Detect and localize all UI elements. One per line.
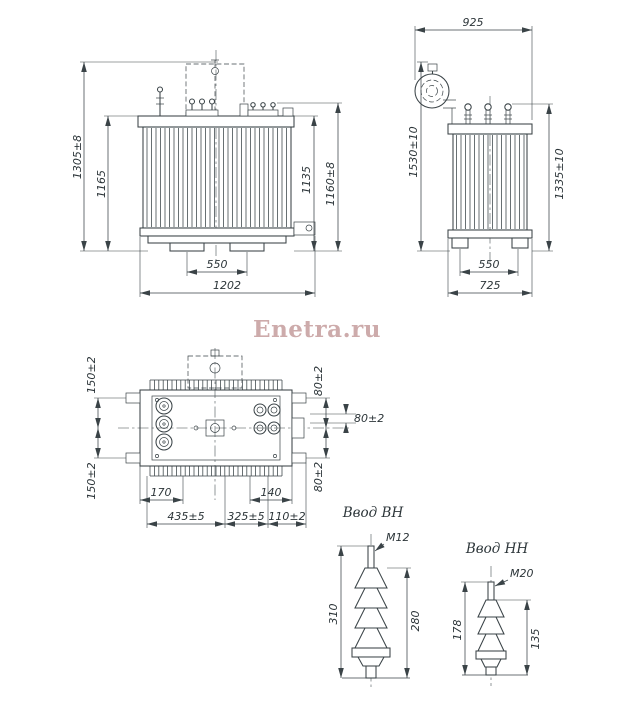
hv-bushing-detail: Ввод ВН M12 310 280 bbox=[327, 505, 422, 688]
bushing-hv-title: Ввод ВН bbox=[342, 505, 404, 521]
dim-front-width-overall: 1202 bbox=[213, 279, 241, 292]
dim-top-lug-left: 170 bbox=[151, 486, 172, 499]
dim-top-offset-top: 150±2 bbox=[85, 356, 98, 393]
dim-front-width-base: 550 bbox=[207, 258, 228, 271]
dim-front-height-cover: 1135 bbox=[300, 166, 313, 194]
dim-top-offset-bottom: 150±2 bbox=[85, 462, 98, 499]
dim-top-offset-right-top: 80±2 bbox=[312, 366, 325, 396]
lv-bushing-detail: Ввод НН M20 178 135 bbox=[451, 541, 542, 686]
dim-top-span-right: 110±2 bbox=[268, 510, 305, 523]
dim-side-depth-overall: 725 bbox=[480, 279, 501, 292]
dim-top-span-mid: 325±5 bbox=[227, 510, 264, 523]
bushing-lv-title: Ввод НН bbox=[465, 541, 529, 557]
top-view-dimensions: 150±2 150±2 80±2 80±2 80±2 170 140 435±5… bbox=[85, 356, 384, 528]
side-view bbox=[414, 63, 533, 262]
dim-hv-height-overall: 310 bbox=[327, 604, 340, 625]
bushing-lv-thread: M20 bbox=[510, 567, 534, 580]
dim-top-lug-right: 140 bbox=[261, 486, 282, 499]
watermark-text: Enetra.ru bbox=[253, 316, 381, 343]
dim-side-height-bushings: 1335±10 bbox=[553, 148, 566, 199]
dim-side-height-overall: 1530±10 bbox=[407, 126, 420, 177]
front-view bbox=[137, 50, 316, 262]
dim-front-height-overall: 1305±8 bbox=[71, 135, 84, 179]
dim-hv-height-insulator: 280 bbox=[409, 611, 422, 632]
dim-front-height-tank: 1165 bbox=[95, 170, 108, 198]
side-view-dimensions: 925 1530±10 1335±10 550 725 bbox=[407, 16, 566, 297]
dim-lv-height-overall: 178 bbox=[451, 620, 464, 641]
dim-front-height-bushings: 1160±8 bbox=[324, 162, 337, 206]
dim-top-offset-center: 80±2 bbox=[354, 412, 384, 425]
bushing-hv-thread: M12 bbox=[386, 531, 410, 544]
dim-top-span-left: 435±5 bbox=[167, 510, 204, 523]
top-view bbox=[118, 348, 350, 500]
dim-lv-height-insulator: 135 bbox=[529, 629, 542, 650]
dim-top-offset-right-bottom: 80±2 bbox=[312, 462, 325, 492]
dim-side-depth-top: 925 bbox=[463, 16, 484, 29]
dim-side-width-base: 550 bbox=[479, 258, 500, 271]
front-view-dimensions: 1305±8 1165 1135 1160±8 550 1202 bbox=[71, 61, 342, 297]
